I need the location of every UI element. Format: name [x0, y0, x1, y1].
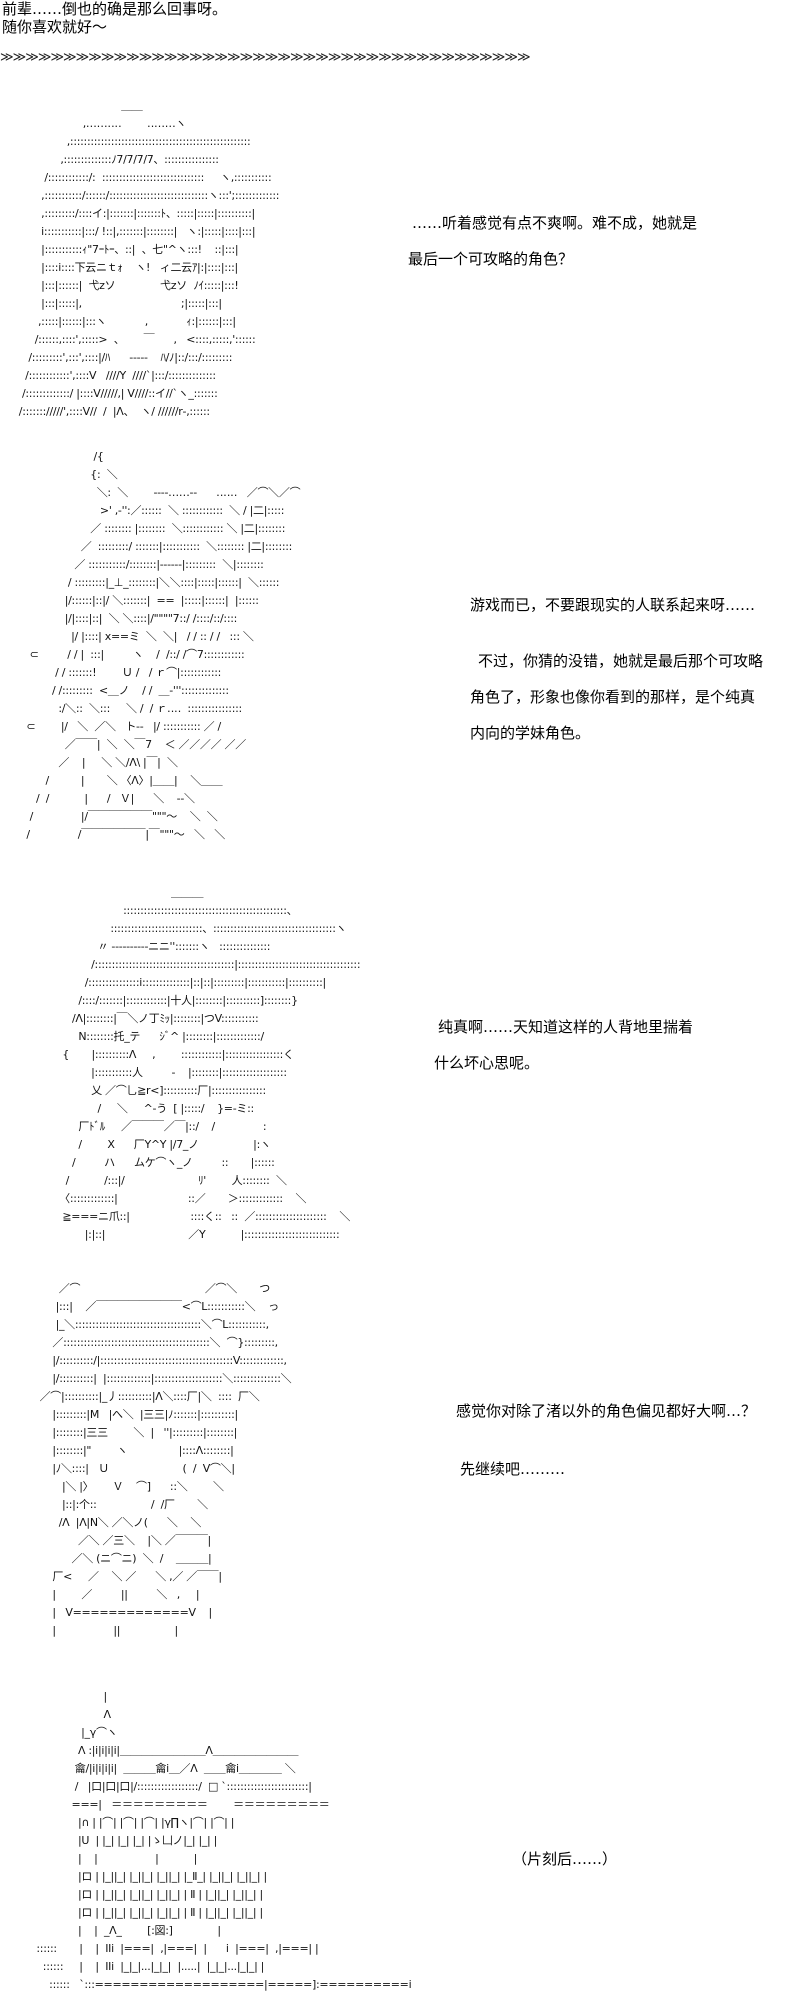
dialogue-line: 纯真啊……天知道这样的人背地里揣着 — [438, 1018, 694, 1036]
dialogue-line: 感觉你对除了渚以外的角色偏见都好大啊…？ — [456, 1402, 757, 1420]
dialogue-line: 最后一个可攻略的角色？ — [408, 250, 574, 268]
ascii-art-girl-1: ＿＿ ,……‥‥ ‥……ヽ ,:::::::::::::::::::::::::… — [18, 99, 280, 418]
intro-text: 前辈……倒也的确是那么回事呀。 随你喜欢就好～ — [2, 0, 227, 36]
dialogue-line: 先继续吧……… — [460, 1460, 566, 1478]
dialogue-line: 不过，你猜的没错，她就是最后那个可攻略 — [478, 652, 764, 670]
ascii-art-girl-4: ／⌒ ／⌒＼ つ |:::| ／￣￣￣￣￣￣￣￣<⌒L:::::::::::＼ … — [39, 1282, 292, 1637]
dialogue-line: 内向的学妹角色。 — [470, 724, 591, 742]
dialogue-line: 什么坏心思呢。 — [434, 1054, 540, 1072]
dialogue-line: ……听着感觉有点不爽啊。难不成，她就是 — [412, 214, 698, 232]
dialogue-line: 游戏而已，不要跟现实的人联系起来呀…… — [470, 596, 756, 614]
ascii-art-girl-2: /{ {: ＼ ＼: ＼ ‐‐‐‐……‐‐ ‥‥‥ ／⌒＼／⌒ >' ,‐'':… — [26, 450, 301, 841]
ascii-art-girl-3: ＿＿＿ ::::::::::::::::::::::::::::::::::::… — [59, 886, 361, 1241]
dialogue-line: 角色了，形象也像你看到的那样，是个纯真 — [470, 688, 756, 706]
dialogue-line: （片刻后……） — [512, 1850, 618, 1868]
intro-line-1: 前辈……倒也的确是那么回事呀。 — [2, 0, 228, 18]
ascii-art-school-building: | Λ |_γ⌒ヽ Λ :|i|i|i|i|＿＿＿＿＿＿＿＿Λ＿＿＿＿＿＿＿＿ … — [36, 1690, 412, 1991]
separator: ≫≫≫≫≫≫≫≫≫≫≫≫≫≫≫≫≫≫≫≫≫≫≫≫≫≫≫≫≫≫≫≫≫≫≫≫≫≫≫≫… — [0, 50, 531, 65]
intro-line-2: 随你喜欢就好～ — [2, 18, 108, 36]
